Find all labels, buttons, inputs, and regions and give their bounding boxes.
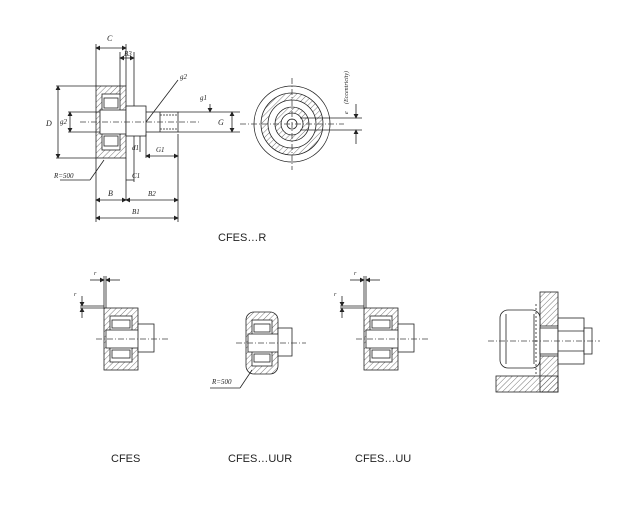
dim-g-thread-label: G [218, 118, 224, 127]
dim-d-label: D [45, 119, 52, 128]
figure-cfes-r-front-view [240, 78, 362, 170]
dim-uu-r-side-label: r [334, 292, 337, 298]
caption-cfes-uur: CFES…UUR [228, 453, 293, 465]
eccentricity-labels: e (Eccentricity) [343, 71, 350, 114]
figure-mounting-example [488, 291, 600, 393]
dim-g2-label: g2 [180, 73, 188, 81]
figure-cfes-r-side-view [55, 44, 240, 222]
housing-base [495, 375, 559, 393]
dim-b1-label: B1 [132, 208, 140, 216]
dim-b2-label: B2 [148, 190, 156, 198]
dim-r-top-label: r [94, 271, 97, 277]
dim-g2-inner-label: g2 [60, 118, 68, 126]
dim-r-side-label: r [74, 292, 77, 298]
figure-uur-radius-label: R=500 [211, 378, 232, 386]
caption-cfes-uu: CFES…UU [355, 453, 412, 465]
radius-r500-label: R=500 [53, 172, 74, 180]
figure-cfes-uu-section [339, 276, 428, 371]
eccentricity-label: (Eccentricity) [343, 71, 350, 104]
caption-cfes: CFES [111, 453, 141, 465]
figure-cfes-labels: r r [74, 271, 97, 298]
dim-d1-label: d1 [132, 144, 139, 152]
dim-b3-label: B3 [124, 50, 132, 58]
figure-cfes-r-labels: C B3 g2 D g2 g1 G d1 G1 C1 B B2 B1 R=500 [45, 34, 224, 216]
dim-e-label: e [344, 111, 350, 114]
figure-cfes-uur-section [210, 311, 306, 389]
figure-cfes-section [79, 276, 168, 371]
dim-c1-label: C1 [132, 172, 140, 180]
dim-c-label: C [107, 34, 113, 43]
dim-uu-r-top-label: r [354, 271, 357, 277]
dim-g1-length-label: G1 [156, 146, 165, 154]
dim-b-label: B [108, 189, 113, 198]
caption-cfes-r: CFES…R [218, 232, 267, 244]
dim-g1-label: g1 [200, 94, 207, 102]
figure-cfes-uu-labels: r r [334, 271, 357, 298]
